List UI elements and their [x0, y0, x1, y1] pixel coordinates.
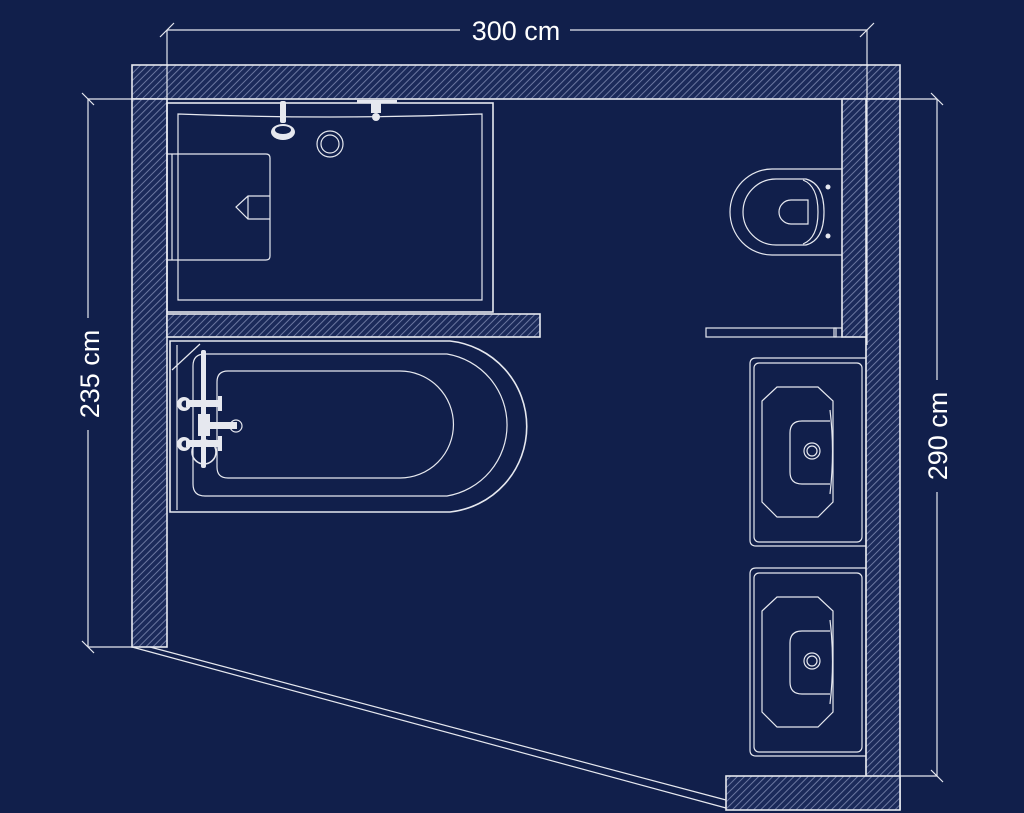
washbasin-1-basin — [789, 420, 830, 485]
toilet-seat — [742, 178, 825, 246]
washbasin-2-counter — [749, 567, 866, 757]
bathtub-rim — [192, 353, 508, 497]
shower-drain-inner — [320, 134, 340, 154]
bathtub-basin — [216, 370, 455, 479]
toilet-outer — [729, 168, 842, 256]
washbasin-2-basin — [789, 630, 830, 695]
shower-head-inner — [275, 126, 291, 134]
bathtub — [169, 340, 528, 513]
shower-drain-icon — [316, 130, 344, 158]
toilet — [729, 168, 842, 256]
slanted-wall-inner — [149, 646, 727, 801]
shower-mixer-body — [371, 103, 381, 113]
toilet-bowl-opening — [778, 199, 809, 225]
shower-seat-cutout — [235, 195, 270, 220]
toilet-partition-cap — [833, 327, 843, 338]
washbasin-2-basin-rim — [829, 619, 834, 705]
dimension-right-label: 290 cm — [923, 392, 953, 481]
washbasin-2-drain-inner — [806, 655, 818, 667]
left-wall — [131, 98, 168, 648]
toilet-fixing-icon — [825, 233, 831, 239]
washbasin-2-bowl — [761, 596, 834, 728]
dimension-left: 235 cm — [75, 92, 132, 654]
shower-seat — [167, 153, 271, 261]
toilet-fixing-icon — [825, 184, 831, 190]
washbasin-1-drain-inner — [806, 445, 818, 457]
shower-mixer-icon — [357, 100, 397, 103]
bathtub-outer — [169, 340, 528, 513]
bathtub-tap-icon — [177, 350, 243, 468]
toilet-partition — [705, 327, 837, 338]
washbasin-2-drain-icon — [803, 652, 821, 670]
washbasin-1 — [749, 357, 866, 547]
walls — [131, 64, 901, 811]
right-wall — [865, 98, 901, 810]
shower-tray-inner — [177, 113, 483, 301]
washbasin-1-bowl — [761, 386, 834, 518]
shower-mixer-knob — [372, 113, 380, 121]
washbasin-2 — [749, 567, 866, 757]
shower-tray-outer — [166, 102, 494, 313]
dimension-top-label: 300 cm — [472, 16, 561, 46]
shower-valve-icon — [280, 101, 286, 123]
shower-partition-wall — [166, 313, 541, 338]
dimension-right: 290 cm — [866, 92, 953, 783]
bathtub-corner — [171, 343, 201, 371]
washbasin-1-drain-icon — [803, 442, 821, 460]
top-wall — [131, 64, 901, 100]
toilet-seat-rim — [802, 179, 819, 245]
washbasin-1-basin-rim — [829, 409, 834, 495]
washbasin-2-top — [753, 572, 863, 753]
shower — [166, 100, 494, 313]
slanted-wall-outer — [131, 646, 727, 809]
dimension-top: 300 cm — [159, 16, 875, 345]
dimension-left-label: 235 cm — [75, 330, 105, 419]
washbasin-1-counter — [749, 357, 866, 547]
washbasin-1-top — [753, 362, 863, 543]
toilet-niche-wall — [841, 98, 867, 338]
bottom-wall — [725, 775, 901, 811]
